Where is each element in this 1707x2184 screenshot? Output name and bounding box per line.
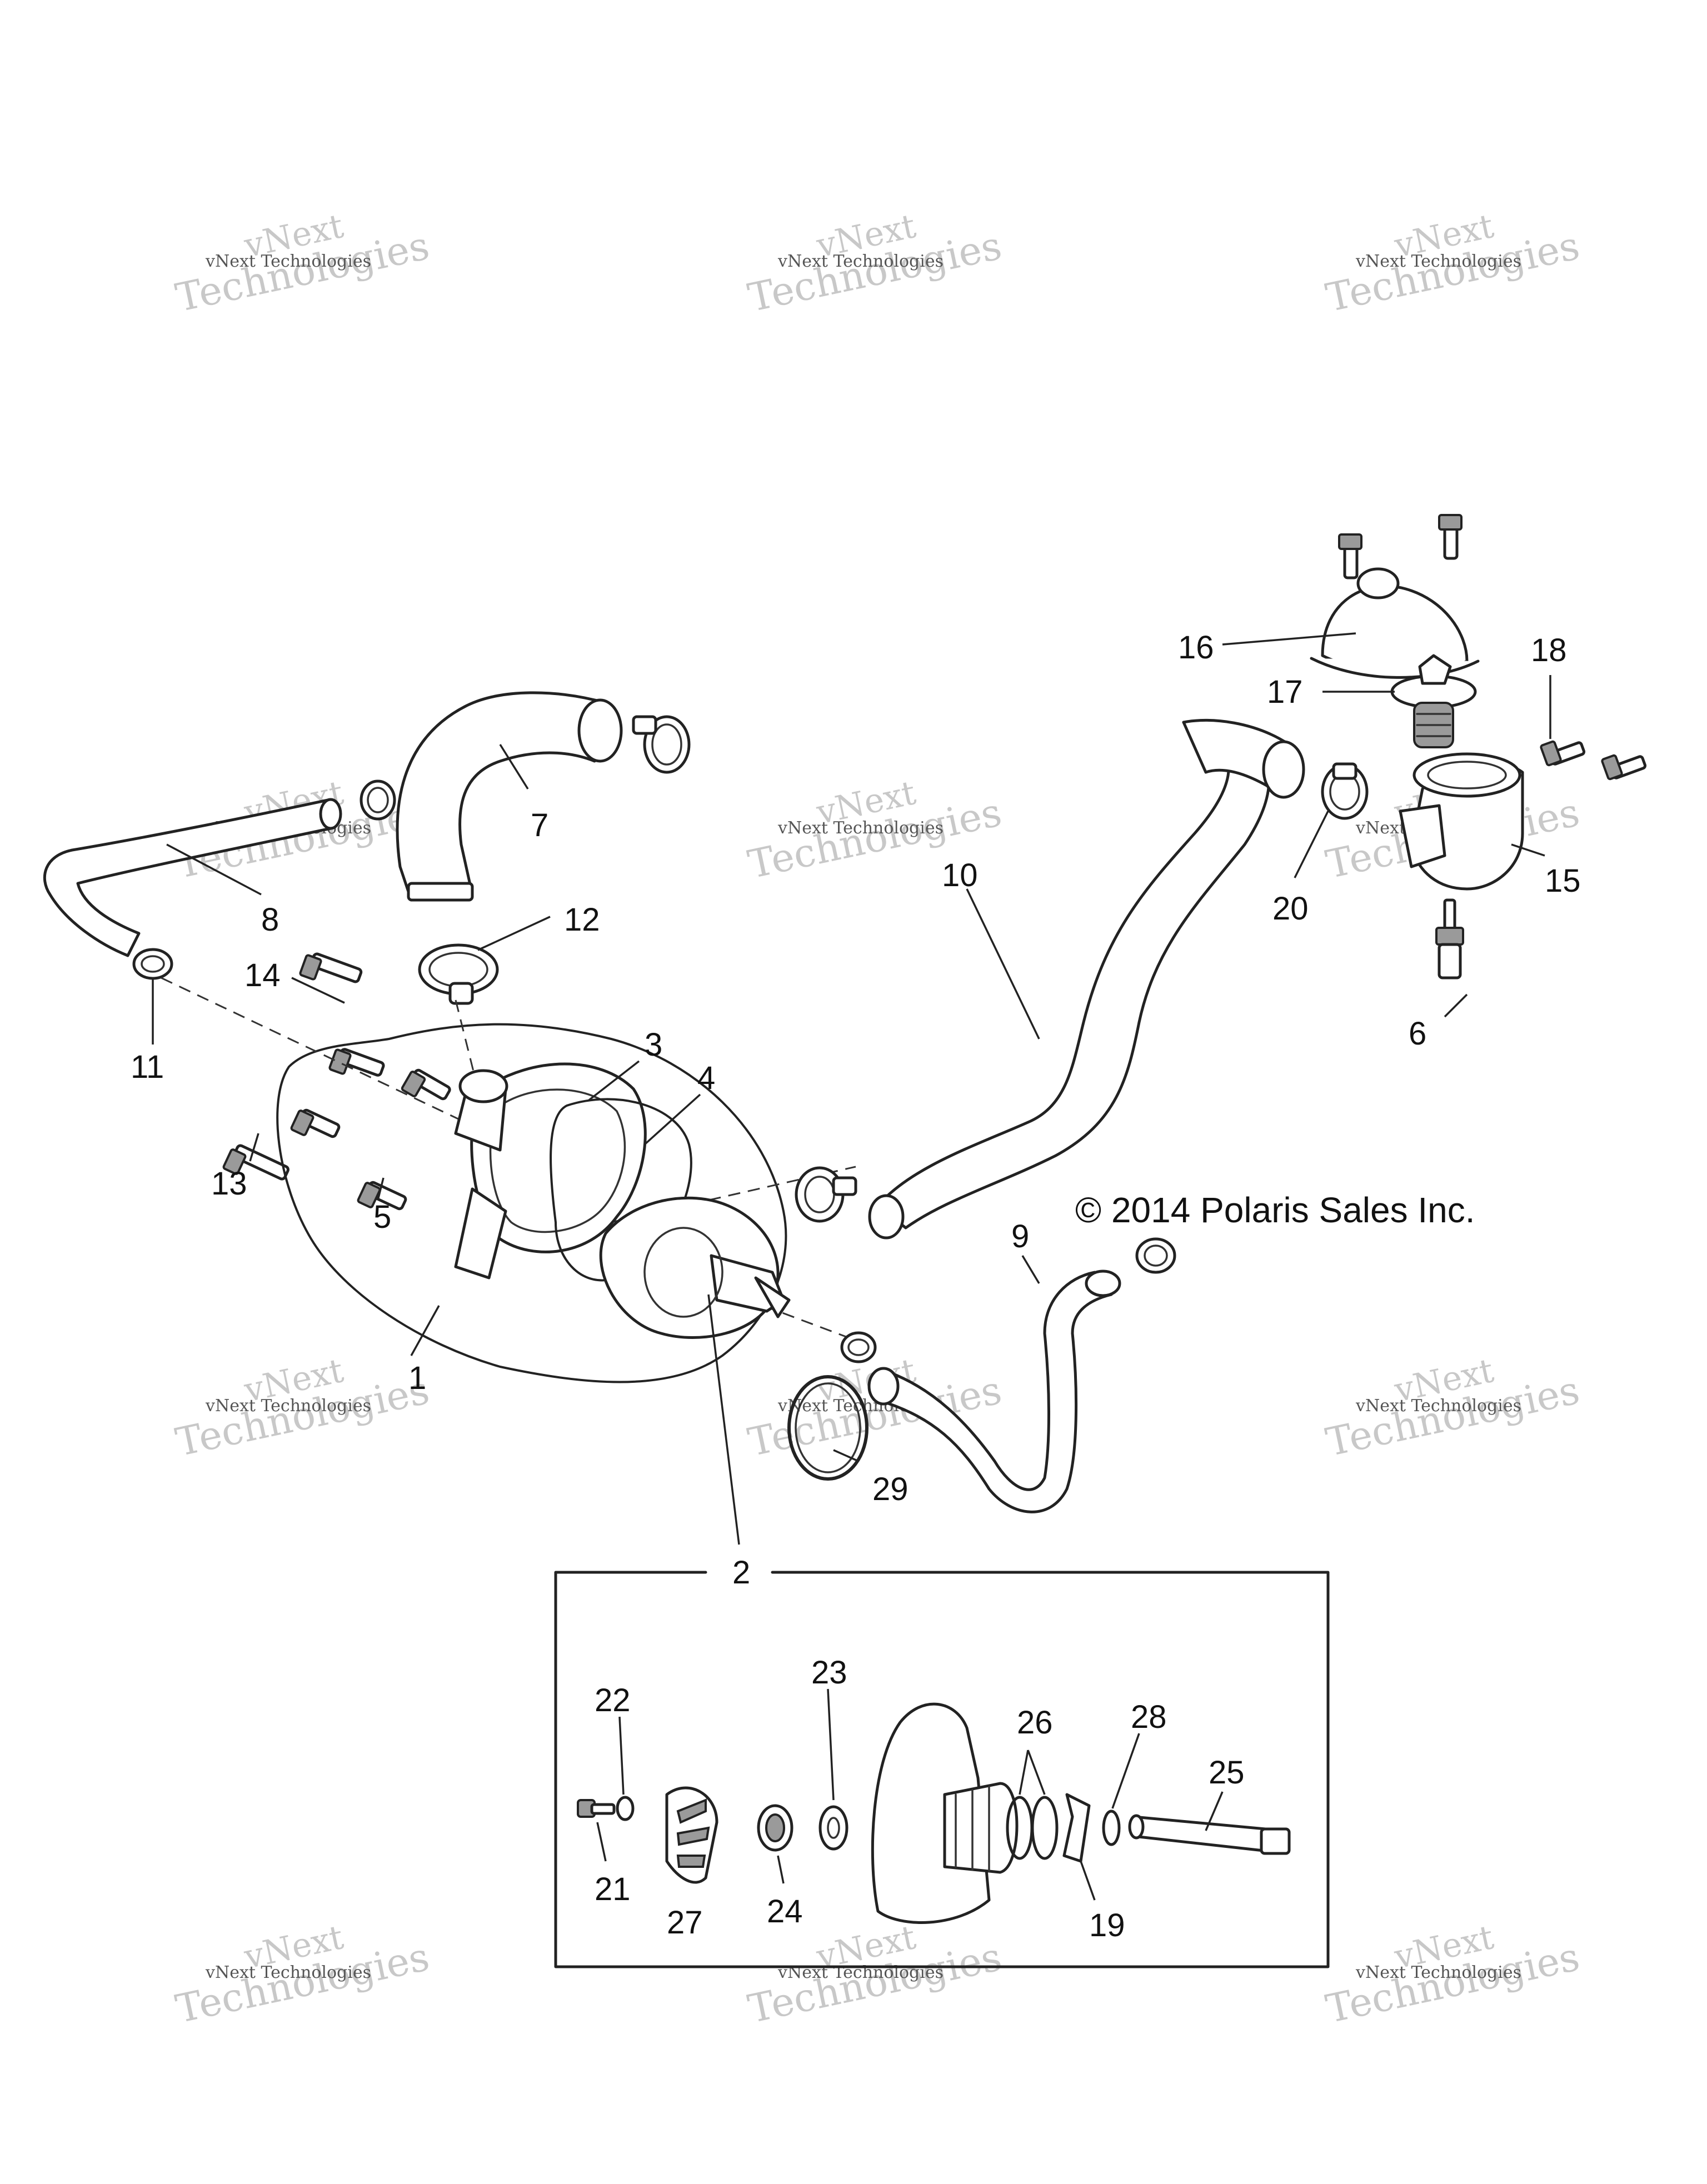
watermark-label-low-left: vNext Technologies [205,1396,371,1416]
bolt-18b [1601,754,1647,781]
callout-23: 23 [811,1655,847,1691]
kit-shaft-25 [1128,1814,1291,1855]
callout-15: 15 [1545,863,1581,899]
kit-washer-23 [818,1805,848,1851]
thermostat-cover-16 [1310,567,1480,679]
hose-8 [43,798,342,957]
kit-box-2: 2 [554,1555,1330,1968]
bolt-16b [1438,514,1463,560]
callout-20: 20 [1272,891,1309,927]
watermark-label-bottom-right: vNext Technologies [1355,1963,1521,1982]
pump-housing-3 [454,1062,647,1280]
kit-oring-26b [1031,1796,1059,1860]
callout-9: 9 [1011,1218,1029,1255]
bolt-16a [1338,533,1362,579]
kit-bolt-21 [577,1799,616,1818]
watermark-label-top-right: vNext Technologies [1355,252,1521,271]
copyright-notice: © 2014 Polaris Sales Inc. [1075,1190,1475,1230]
watermark-label-mid-center: vNext Technologies [777,818,944,838]
bolt-18a [1540,740,1586,767]
leader-lines [152,632,1551,1545]
callout-1: 1 [408,1360,426,1396]
callout-24: 24 [767,1893,803,1930]
alignment-line-d [455,999,479,1089]
callout-16: 16 [1178,629,1214,666]
callout-5: 5 [373,1199,391,1235]
kit-seal-24 [757,1804,793,1852]
clamp-hose8-end [360,779,396,821]
temp-sensor-6 [1435,898,1464,979]
clamp-11 [132,948,173,980]
kit-impeller-27 [665,1786,718,1884]
kit-clip-19 [1062,1793,1091,1863]
callout-11: 11 [131,1049,164,1085]
hose-9 [867,1270,1121,1513]
kit-pump-housing [871,1702,1019,1924]
callout-10: 10 [942,857,978,893]
callout-8: 8 [261,902,279,938]
watermark-label-top-left: vNext Technologies [205,252,371,271]
callout-29: 29 [872,1471,909,1507]
pump-assembly-2 [599,1196,791,1339]
bolt-14a [299,952,363,983]
clamp-20 [1321,762,1369,820]
watermark-label-low-right: vNext Technologies [1355,1396,1521,1416]
callout-21: 21 [595,1871,631,1907]
callout-12: 12 [564,902,600,938]
bolt-5 [357,1181,407,1211]
kit-box-label: 2 [732,1555,750,1591]
callout-14: 14 [244,957,281,993]
clamp-hose9-bottom [840,1331,877,1363]
hose-10 [868,718,1305,1240]
bolt-13 [222,1144,290,1181]
callout-25: 25 [1209,1755,1245,1791]
callout-19: 19 [1089,1907,1125,1943]
clamp-hose9-top [1135,1237,1176,1274]
callout-27: 27 [667,1905,703,1941]
callout-13: 13 [211,1166,247,1202]
bolt-14d [290,1108,341,1138]
thermostat-17 [1390,654,1477,748]
watermark-label-top-center: vNext Technologies [777,252,944,271]
clamp-hose10-lower [795,1166,857,1223]
callout-28: 28 [1131,1699,1167,1735]
callout-17: 17 [1267,674,1303,710]
callout-18: 18 [1531,632,1567,668]
thermostat-housing-15 [1399,752,1524,891]
callout-6: 6 [1409,1016,1426,1052]
clamp-12 [418,943,499,1005]
oring-29 [787,1375,869,1481]
hose-7 [396,691,623,902]
callout-26: 26 [1017,1705,1053,1741]
kit-washer-22 [616,1796,635,1821]
callout-4: 4 [697,1060,715,1096]
callout-7: 7 [531,807,548,843]
watermark-label-bottom-left: vNext Technologies [205,1963,371,1982]
bolt-14b [328,1048,385,1077]
bolt-14c [401,1068,451,1101]
clamp-hose7-top [632,715,691,774]
kit-washer-28 [1102,1810,1121,1846]
callout-22: 22 [595,1682,631,1718]
callout-3: 3 [645,1027,662,1063]
